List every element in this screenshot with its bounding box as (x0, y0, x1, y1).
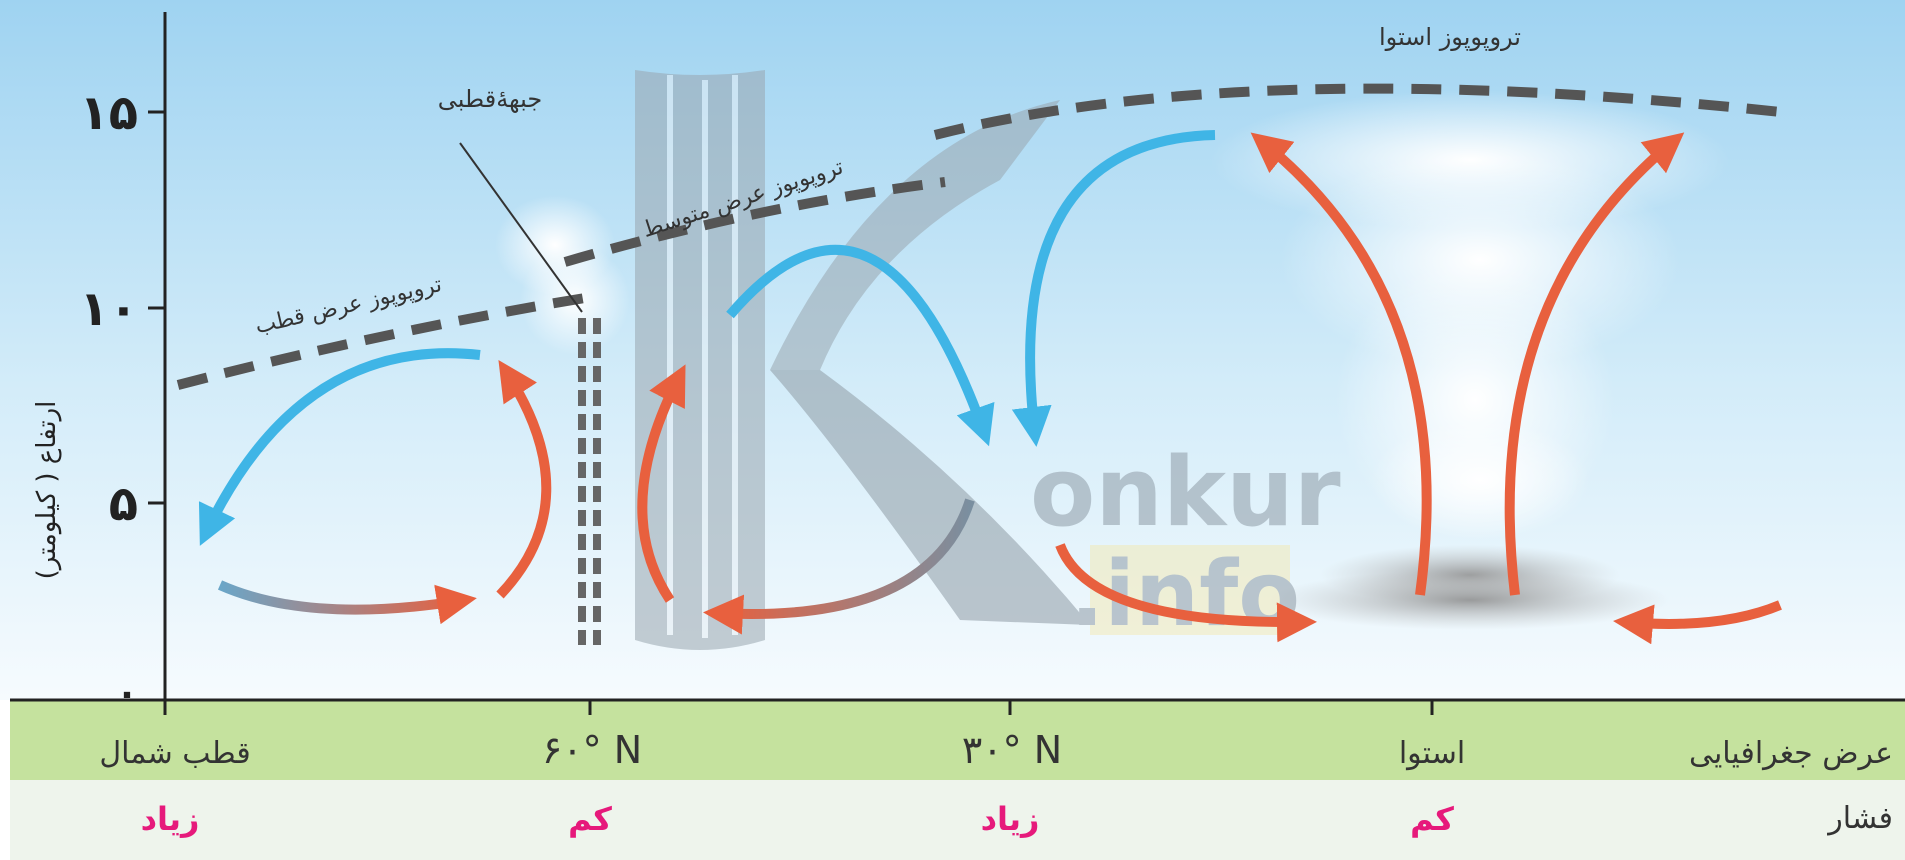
hadley-rising-arrow-left (1250, 132, 1432, 596)
latitude-band (10, 700, 1905, 780)
ferrel-cell-surface-arrow (703, 498, 975, 635)
ferrel-cell-upper-arrow (726, 244, 995, 447)
y-tick-label-5: ۵ (109, 476, 138, 532)
polar-cell-rising-arrow (496, 359, 552, 599)
pressure-label-equator: کم (1410, 800, 1454, 838)
watermark-brand: onkur (1030, 438, 1341, 548)
hadley-rising-arrow-right (1504, 132, 1685, 596)
latitude-label-equator: استوا (1399, 736, 1465, 771)
pressure-label-30n: زیاد (981, 800, 1040, 838)
y-axis-label: ارتفاع ( کیلومتر) (32, 401, 62, 580)
hadley-cell-surface-arrow (1055, 543, 1317, 643)
ferrel-cell-rising-arrow (637, 364, 686, 603)
pressure-label-north-pole: زیاد (141, 800, 200, 838)
polar-front-label: جبههٔ‌قطبی (438, 85, 542, 113)
polar-cell-upper-arrow (198, 348, 481, 546)
polar-cell-surface-arrow (217, 580, 477, 625)
watermark: onkur .info (635, 70, 1341, 650)
latitude-label-north-pole: قطب شمال (99, 736, 250, 771)
equatorial-cloud-tower (1210, 90, 1730, 630)
latitude-row-title: عرض جغرافیایی (1689, 736, 1893, 771)
y-tick-label-10: ۱۰ (79, 281, 138, 337)
polar-tropopause-line (176, 293, 586, 390)
polar-front-pointer-line (459, 142, 583, 313)
mid-latitude-tropopause-line (563, 177, 946, 267)
y-tick-label-15: ۱۵ (79, 85, 138, 141)
equatorial-tropopause-label: تروپوپوز استوا (1379, 23, 1521, 51)
southern-trade-wind-arrow (1613, 600, 1782, 645)
pressure-row-title: فشار (1826, 801, 1893, 836)
pressure-band (10, 780, 1905, 860)
latitude-label-30n: ۳۰° N (962, 728, 1062, 772)
pressure-label-60n: کم (568, 800, 612, 838)
equatorial-tropopause-line (933, 83, 1791, 140)
hadley-cell-descending-arrow (1011, 130, 1216, 447)
latitude-label-60n: ۶۰° N (542, 728, 642, 772)
